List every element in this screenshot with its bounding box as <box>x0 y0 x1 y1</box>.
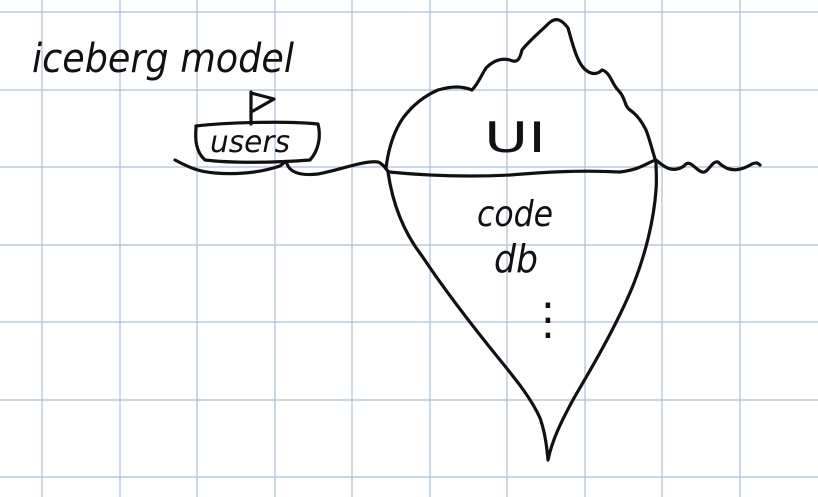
water-line <box>173 158 762 178</box>
iceberg-tip <box>384 18 658 170</box>
iceberg-base <box>386 162 659 462</box>
iceberg-label-ui: UI <box>484 113 546 162</box>
iceberg-continuation-dots: ⋮ <box>526 294 570 345</box>
boat-hull <box>194 120 321 164</box>
iceberg-label-db: db <box>494 237 538 281</box>
flag-icon <box>249 90 276 126</box>
diagram-title: iceberg model <box>32 36 294 82</box>
boat-label: users <box>210 125 290 160</box>
iceberg-label-code: code <box>477 194 553 235</box>
